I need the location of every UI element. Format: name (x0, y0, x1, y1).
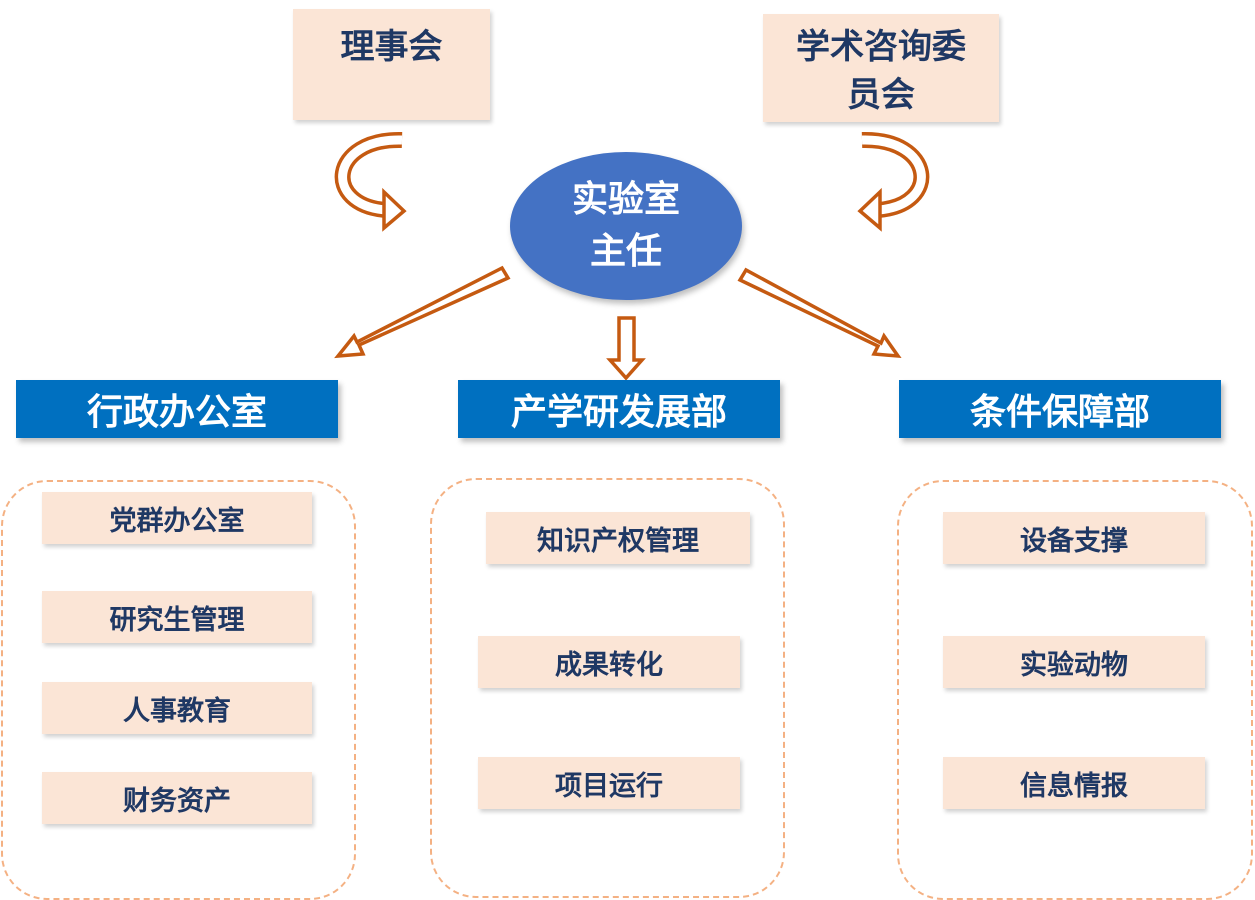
department-header-support: 条件保障部 (899, 380, 1221, 438)
sub-item-equipment-support: 设备支撑 (943, 512, 1205, 564)
lab-director-line2: 主任 (589, 231, 662, 272)
department-header-admin: 行政办公室 (16, 380, 338, 438)
department-label: 行政办公室 (86, 392, 267, 433)
board-label: 理事会 (340, 27, 443, 67)
diagonal-arrow-icon (334, 265, 511, 359)
committee-label-line2: 员会 (847, 75, 915, 115)
sub-item-information: 信息情报 (943, 757, 1205, 809)
sub-item-finance-assets: 财务资产 (42, 772, 312, 824)
committee-label-line1: 学术咨询委 (796, 27, 966, 67)
curved-arrow-icon (334, 131, 407, 232)
sub-item-ip-management: 知识产权管理 (486, 512, 750, 564)
lab-director-node: 实验室 主任 (510, 152, 742, 300)
committee-box: 学术咨询委 员会 (763, 14, 999, 122)
department-label: 条件保障部 (969, 392, 1150, 433)
sub-item-project-operation: 项目运行 (478, 757, 740, 809)
sub-item-lab-animals: 实验动物 (943, 636, 1205, 688)
lab-director-line1: 实验室 (571, 179, 680, 220)
board-box: 理事会 (293, 9, 490, 120)
curved-arrow-icon (857, 131, 930, 232)
sub-item-hr-education: 人事教育 (42, 682, 312, 734)
sub-item-party-office: 党群办公室 (42, 492, 312, 544)
diagonal-arrow-icon (737, 267, 902, 359)
connector-arrows (334, 131, 930, 381)
sub-item-achievement-transfer: 成果转化 (478, 636, 740, 688)
down-arrow-icon (606, 316, 646, 381)
department-label: 产学研发展部 (510, 392, 727, 433)
sub-item-graduate-management: 研究生管理 (42, 591, 312, 643)
department-header-research: 产学研发展部 (458, 380, 780, 438)
